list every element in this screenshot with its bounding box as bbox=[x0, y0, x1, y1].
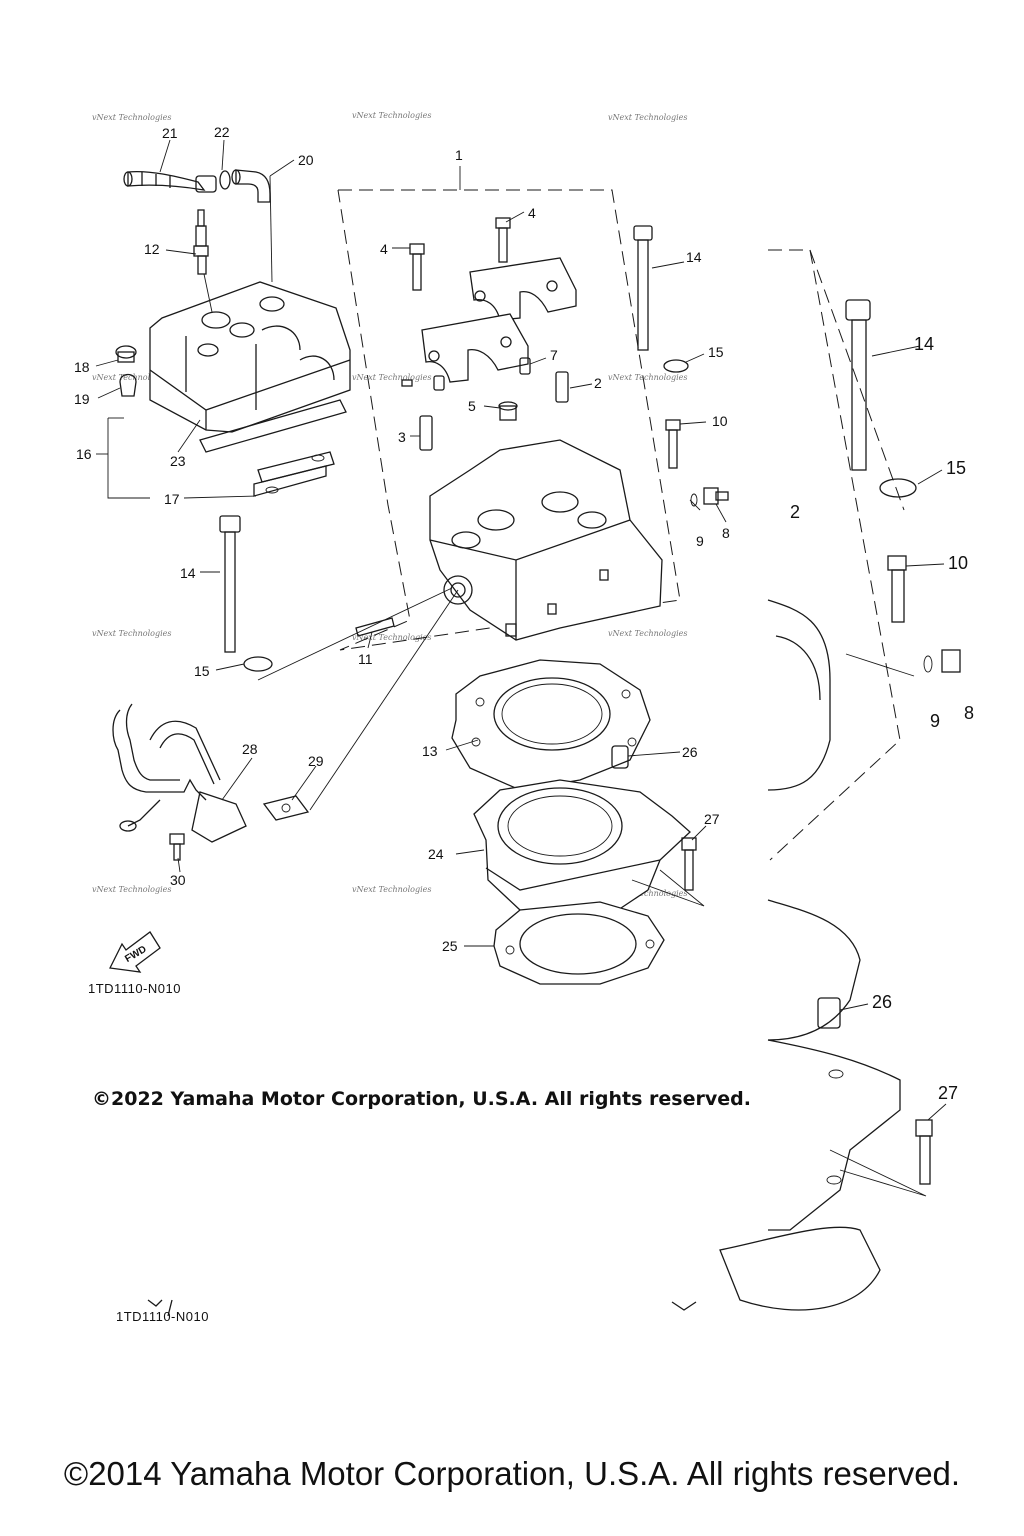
callout-20: 20 bbox=[298, 152, 314, 168]
callout-2: 2 bbox=[594, 375, 602, 391]
diagram-code-ghost: 1TD1110-N010 bbox=[116, 1309, 209, 1324]
camshaft-caps bbox=[421, 257, 577, 383]
ghost-callout-14: 14 bbox=[914, 334, 934, 354]
callout-24: 24 bbox=[428, 846, 444, 862]
callout-14: 14 bbox=[180, 565, 196, 581]
watermark: vNext Technologies bbox=[608, 889, 687, 898]
callout-4: 4 bbox=[528, 205, 536, 221]
ghost-callout-26: 26 bbox=[872, 992, 892, 1012]
callout-17: 17 bbox=[164, 491, 180, 507]
leader-lines bbox=[95, 139, 727, 947]
callout-1: 1 bbox=[455, 147, 463, 163]
plug-cap-and-grommet bbox=[115, 345, 137, 397]
callout-11: 11 bbox=[358, 651, 373, 667]
ghost-callout-2: 2 bbox=[790, 502, 800, 522]
watermark: vNext Technologies bbox=[352, 111, 431, 120]
callouts: 21 22 20 1 4 4 12 14 15 7 18 2 19 5 10 3… bbox=[74, 124, 730, 954]
callout-19: 19 bbox=[74, 391, 90, 407]
callout-28: 28 bbox=[242, 741, 258, 757]
ghost-callout-9: 9 bbox=[930, 711, 940, 731]
copyright-notice-2022: ©2022 Yamaha Motor Corporation, U.S.A. A… bbox=[92, 1088, 751, 1110]
watermark: vNext Technologies bbox=[92, 373, 171, 382]
watermark: vNext Technologies bbox=[352, 885, 431, 894]
base-gasket bbox=[493, 901, 665, 985]
callout-7: 7 bbox=[550, 347, 558, 363]
coolant-pipe-group bbox=[112, 703, 310, 861]
watermark: vNext Technologies bbox=[92, 885, 171, 894]
head-gasket bbox=[451, 659, 651, 791]
ghost-callout-8: 8 bbox=[964, 703, 974, 723]
callout-18: 18 bbox=[74, 359, 90, 375]
cam-cap-bolts bbox=[409, 217, 511, 291]
callout-9: 9 bbox=[696, 533, 704, 549]
callout-25: 25 bbox=[442, 938, 458, 954]
ghost-overlay-layer: 2 14 15 10 9 8 26 27 1TD1110-N010 bbox=[116, 249, 974, 1324]
callout-22: 22 bbox=[214, 124, 230, 140]
ghost-callout-27: 27 bbox=[938, 1083, 958, 1103]
watermarks: vNext Technologies vNext Technologies vN… bbox=[92, 111, 687, 898]
callout-29: 29 bbox=[308, 753, 324, 769]
callout-3: 3 bbox=[398, 429, 406, 445]
watermark: vNext Technologies bbox=[352, 373, 431, 382]
callout-14: 14 bbox=[686, 249, 702, 265]
callout-27: 27 bbox=[704, 811, 720, 827]
cylinder-head-cover bbox=[149, 281, 351, 433]
fwd-arrow-icon: FWD bbox=[109, 931, 161, 973]
watermark: vNext Technologies bbox=[608, 373, 687, 382]
cover-gasket bbox=[199, 399, 347, 497]
callout-8: 8 bbox=[722, 525, 730, 541]
callout-13: 13 bbox=[422, 743, 438, 759]
callout-10: 10 bbox=[712, 413, 728, 429]
callout-5: 5 bbox=[468, 398, 476, 414]
callout-12: 12 bbox=[144, 241, 160, 257]
cylinder-head-assembly-box bbox=[337, 189, 681, 651]
dowels-and-guides bbox=[401, 357, 569, 451]
watermark: vNext Technologies bbox=[92, 629, 171, 638]
watermark: vNext Technologies bbox=[608, 113, 687, 122]
watermark: vNext Technologies bbox=[352, 633, 431, 642]
watermark: vNext Technologies bbox=[608, 629, 687, 638]
ghost-callout-10: 10 bbox=[948, 553, 968, 573]
callout-15: 15 bbox=[708, 344, 724, 360]
diagram-code: 1TD1110-N010 bbox=[88, 981, 181, 996]
breather-hose-group bbox=[123, 169, 271, 203]
cylinder-head-body bbox=[429, 439, 663, 641]
callout-23: 23 bbox=[170, 453, 186, 469]
callout-26: 26 bbox=[682, 744, 698, 760]
bracket-16 bbox=[107, 418, 150, 499]
callout-30: 30 bbox=[170, 872, 186, 888]
callout-15: 15 bbox=[194, 663, 210, 679]
side-bolts bbox=[665, 419, 729, 507]
callout-4: 4 bbox=[380, 241, 388, 257]
callout-16: 16 bbox=[76, 446, 92, 462]
watermark: vNext Technologies bbox=[92, 113, 171, 122]
ghost-callout-15: 15 bbox=[946, 458, 966, 478]
spark-plug bbox=[193, 209, 209, 275]
cylinder-bolt bbox=[681, 837, 697, 891]
callout-21: 21 bbox=[162, 125, 178, 141]
copyright-footer-2014: ©2014 Yamaha Motor Corporation, U.S.A. A… bbox=[63, 1455, 961, 1492]
cylinder-dowel bbox=[611, 745, 629, 769]
